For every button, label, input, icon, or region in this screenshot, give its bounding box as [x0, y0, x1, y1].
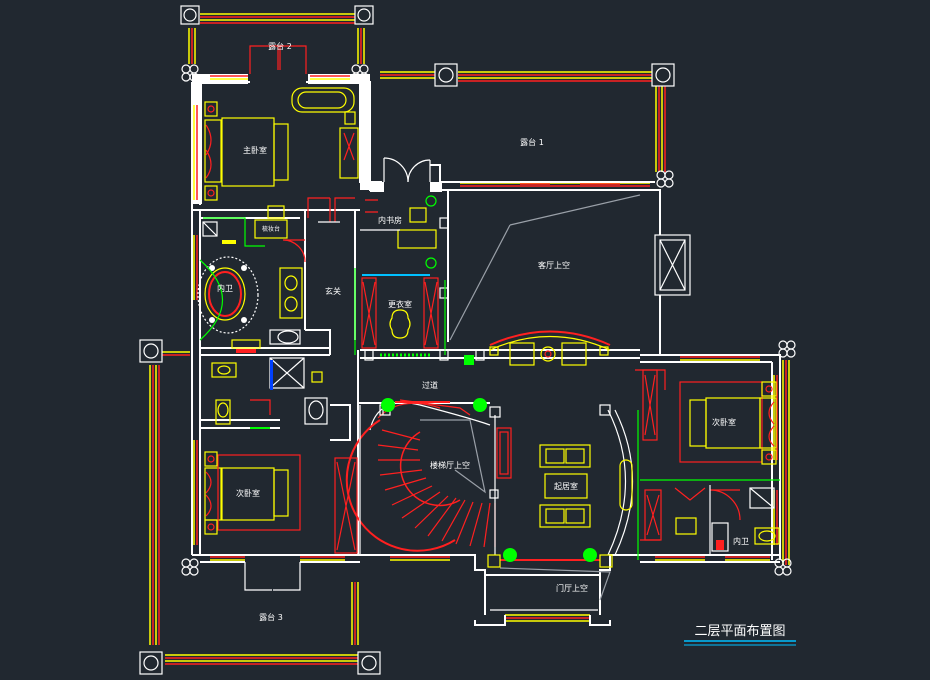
label-second-bedroom-right: 次卧室 — [712, 417, 736, 427]
wall-fills — [192, 74, 442, 204]
plant-2 — [473, 398, 487, 412]
label-entry-void: 门厅上空 — [556, 583, 588, 593]
column-top-right — [354, 5, 374, 25]
railing-terrace1-right — [655, 86, 666, 172]
plant-1 — [381, 398, 395, 412]
railing-terrace2-right — [357, 28, 365, 64]
label-living-void: 客厅上空 — [538, 260, 570, 270]
door-master — [307, 197, 355, 222]
label-second-bedroom-left: 次卧室 — [236, 488, 260, 498]
label-inner-bath-right: 内卫 — [733, 536, 749, 546]
label-inner-study: 内书房 — [378, 215, 402, 225]
stair-hall — [345, 399, 611, 555]
railing-left-lower — [149, 351, 190, 645]
door-terrace3 — [244, 562, 301, 591]
terrace-railings — [149, 13, 790, 665]
railing-entry-bottom — [505, 614, 590, 622]
label-master-bedroom: 主卧室 — [243, 145, 267, 155]
railing-terrace2-left — [188, 28, 196, 64]
label-inner-bath-master: 内卫 — [217, 283, 233, 293]
window-master-top — [210, 75, 350, 80]
left-lower-furniture — [204, 362, 358, 554]
label-dressing: 更衣室 — [388, 299, 412, 309]
label-vanity: 梳妆台 — [262, 225, 280, 233]
master-bedroom-furniture — [204, 87, 359, 201]
window-bottom-right — [655, 556, 770, 561]
railing-terrace1-bottom — [460, 182, 650, 187]
plant-4 — [583, 548, 597, 562]
column-mid-top — [434, 63, 458, 87]
door-terrace2 — [249, 45, 307, 74]
drawing-title-block: 二层平面布置图 — [684, 624, 796, 646]
living-void — [364, 194, 691, 366]
window-left-block — [193, 235, 198, 545]
label-terrace2: 露台 2 — [268, 41, 292, 51]
railing-terrace3-right — [351, 582, 359, 645]
door-bath — [250, 239, 666, 541]
label-foyer: 玄关 — [325, 286, 341, 296]
foyer-furniture — [269, 221, 340, 390]
master-bath-fixtures — [197, 205, 303, 353]
door-bath-right — [674, 487, 741, 521]
railing-terrace3-bottom — [165, 654, 358, 665]
label-corridor: 过道 — [422, 380, 438, 390]
right-bedroom-furniture — [637, 369, 780, 560]
dressing-furniture — [354, 268, 446, 357]
study-furniture — [360, 195, 449, 299]
column-left-mid — [139, 339, 163, 363]
drawing-title: 二层平面布置图 — [694, 624, 785, 639]
exterior-walls — [191, 81, 781, 626]
windows — [193, 75, 778, 561]
family-room-furniture — [359, 405, 633, 561]
stair-treads — [345, 419, 496, 552]
label-terrace3: 露台 3 — [259, 612, 283, 622]
window-master-left — [193, 105, 198, 200]
door-study — [383, 157, 431, 183]
window-bottom-left — [210, 556, 450, 561]
column-bottom-left — [139, 651, 163, 675]
railing-terrace1-top — [380, 71, 652, 82]
room-labels: 露台 2 露台 1 主卧室 内书房 客厅上空 内卫 玄关 更衣室 过道 楼梯厅上… — [217, 41, 749, 622]
label-family-room: 起居室 — [554, 481, 578, 491]
entry-void — [487, 554, 613, 611]
label-terrace1: 露台 1 — [520, 137, 544, 147]
railing-right-lower — [782, 360, 790, 565]
plant-3 — [503, 548, 517, 562]
column-bottom-right — [357, 651, 381, 675]
column-right-top — [651, 63, 675, 87]
plants — [381, 398, 597, 562]
railing-terrace2-top — [200, 13, 355, 24]
label-stair-void: 楼梯厅上空 — [430, 460, 470, 470]
column-top-left — [180, 5, 200, 25]
